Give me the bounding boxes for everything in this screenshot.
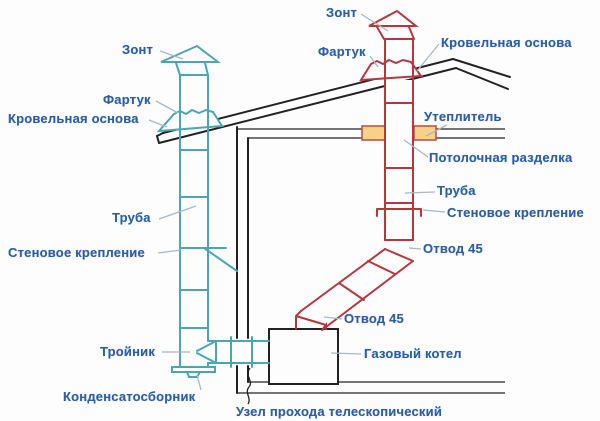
condensate-collector-drawing <box>171 366 216 378</box>
label-stenovoe-right: Стеновое крепление <box>447 205 584 220</box>
right-chimney-drawing <box>295 9 423 331</box>
label-truba-left: Труба <box>112 210 151 225</box>
right-cap-cone <box>368 9 419 27</box>
label-otvod45-lower: Отвод 45 <box>344 311 404 326</box>
label-krovelnaya-left: Кровельная основа <box>8 111 139 126</box>
uzel-squiggle-leader <box>246 367 252 405</box>
label-krovelnaya-right: Кровельная основа <box>441 35 572 50</box>
tee-branch <box>196 336 270 368</box>
label-stenovoe-left: Стеновое крепление <box>8 245 145 260</box>
insulation-left-block <box>361 125 386 141</box>
label-kondensatosbornik: Конденсатосборник <box>63 389 196 404</box>
label-fartuk-right: Фартук <box>318 44 366 59</box>
right-wall-bracket <box>376 208 422 217</box>
gas-boiler-outline <box>268 328 339 385</box>
label-potolochnaya-razdelka: Потолочная разделка <box>429 150 573 165</box>
wall <box>236 126 249 394</box>
label-truba-right: Труба <box>437 183 476 198</box>
label-troynik: Тройник <box>100 344 156 359</box>
leader-lines <box>148 13 448 405</box>
left-apron <box>156 108 224 133</box>
label-otvod45-upper: Отвод 45 <box>423 241 483 256</box>
left-cap-cone <box>160 44 221 63</box>
roof <box>155 58 511 144</box>
label-gazovy-kotel: Газовый котел <box>364 346 462 361</box>
label-zont-right: Зонт <box>326 5 358 20</box>
left-wall-bracket <box>179 247 238 272</box>
left-chimney-drawing <box>156 44 270 378</box>
label-uteplitel: Утеплитель <box>424 109 502 124</box>
label-zont-left: Зонт <box>122 42 154 57</box>
label-uzel-prokhoda: Узел прохода телескопический <box>236 404 443 419</box>
label-fartuk-left: Фартук <box>103 92 151 107</box>
